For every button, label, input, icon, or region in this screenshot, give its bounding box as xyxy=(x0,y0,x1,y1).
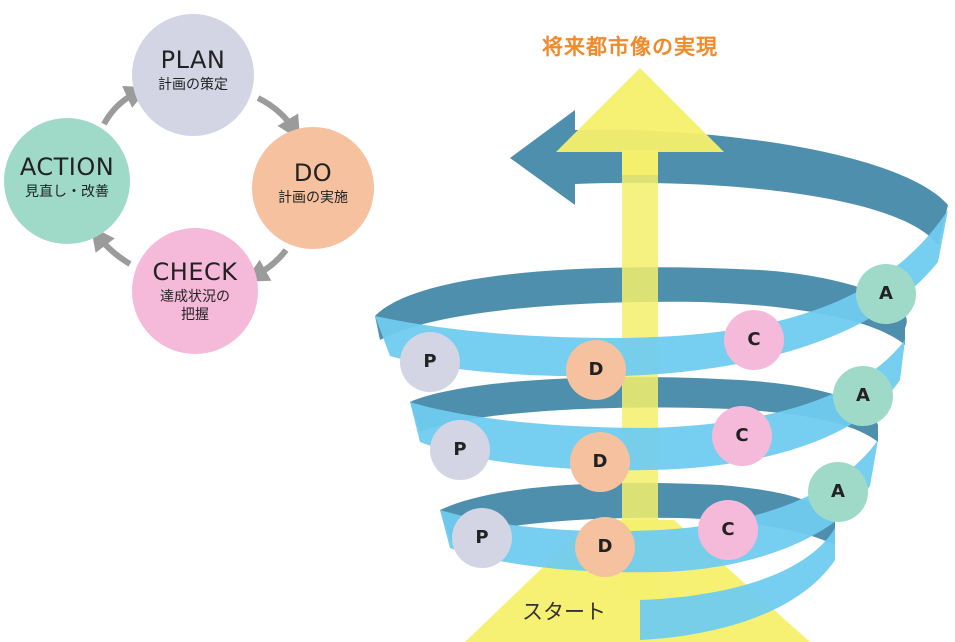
do-node: DO 計画の実施 xyxy=(252,127,374,249)
spiral-tail-band xyxy=(640,528,835,640)
spiral-d-1: D xyxy=(566,340,626,400)
goal-title: 将来都市像の実現 xyxy=(542,35,718,59)
arrow-check-to-action xyxy=(90,226,132,267)
check-title: CHECK xyxy=(152,258,238,286)
plan-subtitle: 計画の策定 xyxy=(158,77,228,93)
spiral-a-1: A xyxy=(856,264,916,324)
spiral-back-band-2 xyxy=(410,376,878,442)
check-subtitle: 達成状況の xyxy=(160,289,230,305)
action-title: ACTION xyxy=(19,153,115,181)
spiral-d-2: D xyxy=(570,432,630,492)
goal-arrow-head xyxy=(556,68,724,175)
arrow-do-to-check xyxy=(244,248,289,282)
arrow-plan-to-do xyxy=(256,95,301,141)
spiral-d-3: D xyxy=(575,517,635,577)
spiral-front-band-1 xyxy=(375,210,948,377)
spiral-back-band-1 xyxy=(375,267,907,345)
do-subtitle: 計画の実施 xyxy=(278,190,348,206)
spiral-front-band-3 xyxy=(440,440,878,573)
action-subtitle: 見直し・改善 xyxy=(25,184,109,200)
do-title: DO xyxy=(293,159,333,187)
spiral-p-3: P xyxy=(452,508,512,568)
check-subtitle-2: 把握 xyxy=(181,307,209,323)
spiral-p-2: P xyxy=(430,420,490,480)
spiral-a-3: A xyxy=(808,462,868,522)
action-node: ACTION 見直し・改善 xyxy=(4,118,130,244)
spiral-c-3: C xyxy=(698,500,758,560)
top-curved-arrow xyxy=(510,110,948,245)
spiral-a-2: A xyxy=(833,366,893,426)
plan-title: PLAN xyxy=(160,46,226,74)
spiral-front-band-2 xyxy=(410,340,905,471)
plan-node: PLAN 計画の策定 xyxy=(132,14,254,136)
spiral-c-2: C xyxy=(712,406,772,466)
check-node: CHECK 達成状況の 把握 xyxy=(132,228,258,354)
spiral-c-1: C xyxy=(724,310,784,370)
spiral-p-1: P xyxy=(400,332,460,392)
start-label: スタート xyxy=(522,600,606,624)
